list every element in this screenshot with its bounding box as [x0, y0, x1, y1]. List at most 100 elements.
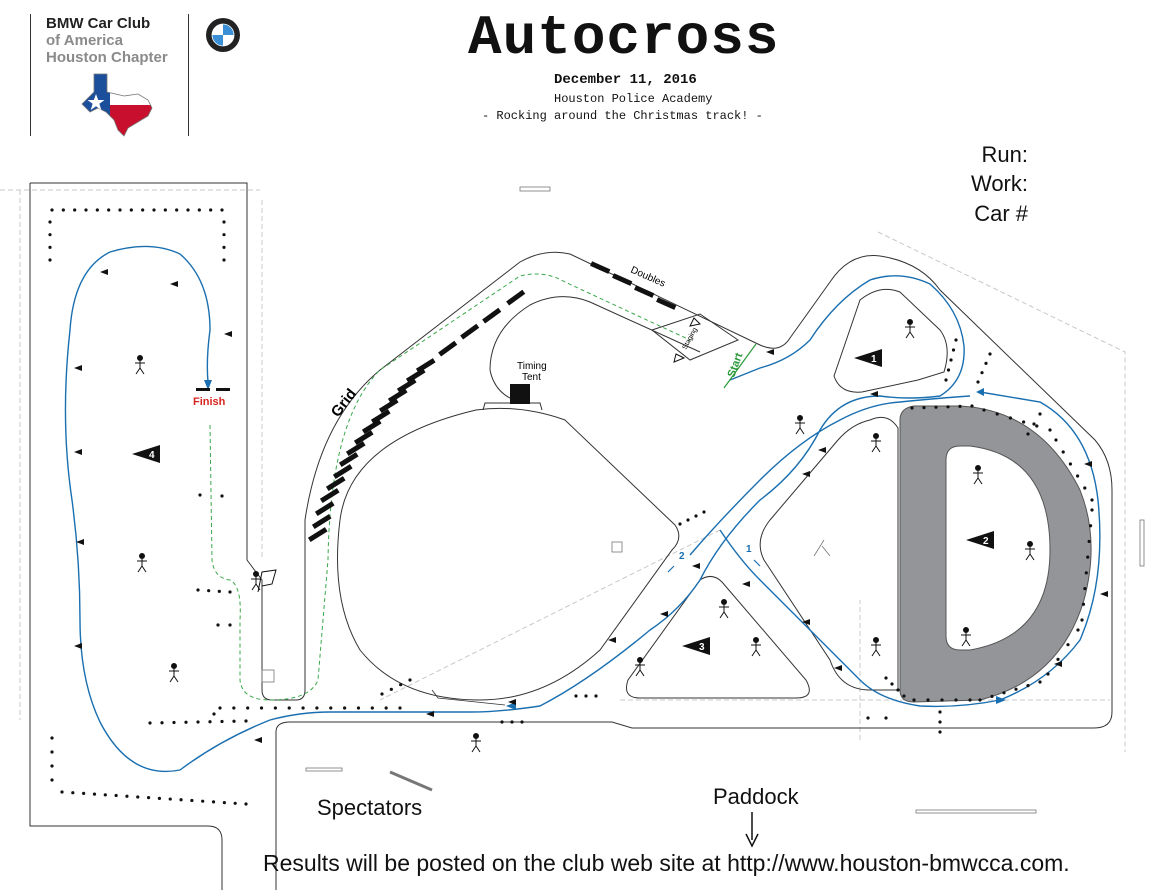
cone — [380, 692, 384, 696]
cone — [222, 220, 226, 224]
cone — [1054, 438, 1058, 442]
cone — [222, 258, 226, 262]
cone — [148, 721, 152, 725]
grid-spot — [370, 409, 391, 424]
cone — [168, 797, 172, 801]
right-island — [759, 416, 899, 691]
flag-triangle-icon — [682, 637, 710, 655]
club-name-line-2: of America — [46, 32, 123, 49]
cone — [1081, 602, 1086, 606]
work-station-number: 4 — [149, 450, 155, 461]
club-chapter: Houston Chapter — [46, 49, 168, 66]
club-name: BMW Car Club — [46, 15, 151, 32]
cone — [196, 588, 200, 592]
cone — [125, 794, 129, 798]
cone — [912, 698, 916, 702]
worker-icon — [135, 355, 145, 375]
cone — [179, 798, 183, 802]
pointer-cone — [742, 581, 750, 587]
cone — [1076, 474, 1080, 478]
grid-spot — [314, 501, 335, 516]
pointer-cone — [802, 471, 810, 477]
cone — [398, 706, 402, 710]
run-label: Run: — [981, 142, 1028, 167]
grid-spots — [307, 261, 677, 542]
pointer-cone — [870, 391, 878, 397]
pointer-cone — [660, 611, 668, 617]
cone — [902, 694, 906, 698]
triangle-island — [626, 576, 810, 699]
cone — [866, 716, 870, 720]
cone — [946, 368, 951, 372]
cone — [370, 706, 374, 710]
cone — [175, 208, 179, 212]
texas-flag-logo — [81, 73, 153, 137]
cone — [1026, 432, 1030, 436]
work-label: Work: — [970, 171, 1028, 196]
cone — [136, 795, 140, 799]
pointer-cone — [1084, 461, 1092, 467]
cone — [228, 623, 232, 627]
cone — [92, 792, 97, 796]
cone — [114, 793, 118, 798]
cone — [694, 514, 698, 518]
cone — [984, 361, 988, 365]
cone — [1022, 420, 1026, 424]
grid-spot — [311, 514, 332, 529]
cone — [1068, 462, 1072, 466]
cone — [244, 719, 248, 723]
cone — [1056, 657, 1060, 661]
cone — [207, 589, 211, 593]
cone — [940, 698, 944, 702]
pointer-cone — [692, 563, 700, 569]
cone — [910, 406, 914, 410]
course-line — [64, 245, 965, 773]
cone — [95, 208, 99, 212]
start-line — [723, 343, 757, 389]
timing-tent — [510, 384, 530, 404]
cone — [48, 258, 52, 262]
d-infield-hole — [945, 445, 1051, 651]
cone — [944, 378, 948, 382]
cone — [184, 720, 188, 724]
worker-icon — [871, 637, 881, 657]
grid-spot — [460, 323, 480, 340]
cone — [84, 208, 88, 212]
cone — [343, 706, 347, 710]
grid-spot — [405, 368, 426, 383]
cone — [212, 712, 216, 716]
pointer-cone — [254, 737, 262, 743]
cone — [329, 706, 333, 710]
cone — [1090, 498, 1094, 502]
pointer-cone — [1054, 661, 1062, 667]
cone — [141, 208, 145, 212]
cone — [211, 800, 216, 804]
direction-marker-2: 2 — [679, 551, 685, 562]
work-station-flag: 2 — [966, 531, 994, 549]
cone — [1048, 428, 1052, 432]
worker-icon — [635, 657, 645, 677]
cone — [220, 208, 224, 212]
cones — [48, 208, 1094, 806]
car-number-label: Car # — [974, 201, 1028, 226]
cone — [48, 245, 52, 249]
course-line-outer-lower — [719, 529, 1001, 708]
cone — [50, 736, 54, 740]
grid-spot — [332, 464, 353, 479]
course-arrow-right — [996, 696, 1006, 704]
work-station-number: 3 — [699, 642, 705, 653]
cone — [48, 220, 52, 224]
timing-tent-label-2: Tent — [522, 372, 541, 383]
worker-icon — [471, 733, 481, 753]
grid-spot — [438, 340, 458, 357]
cone — [1088, 524, 1093, 528]
cone — [73, 208, 77, 212]
cone — [976, 380, 980, 384]
worker-icon — [251, 571, 261, 591]
cone — [50, 208, 54, 212]
pointer-cone — [1100, 591, 1108, 597]
cone — [222, 800, 226, 805]
cone — [951, 348, 956, 352]
cone — [103, 793, 107, 797]
